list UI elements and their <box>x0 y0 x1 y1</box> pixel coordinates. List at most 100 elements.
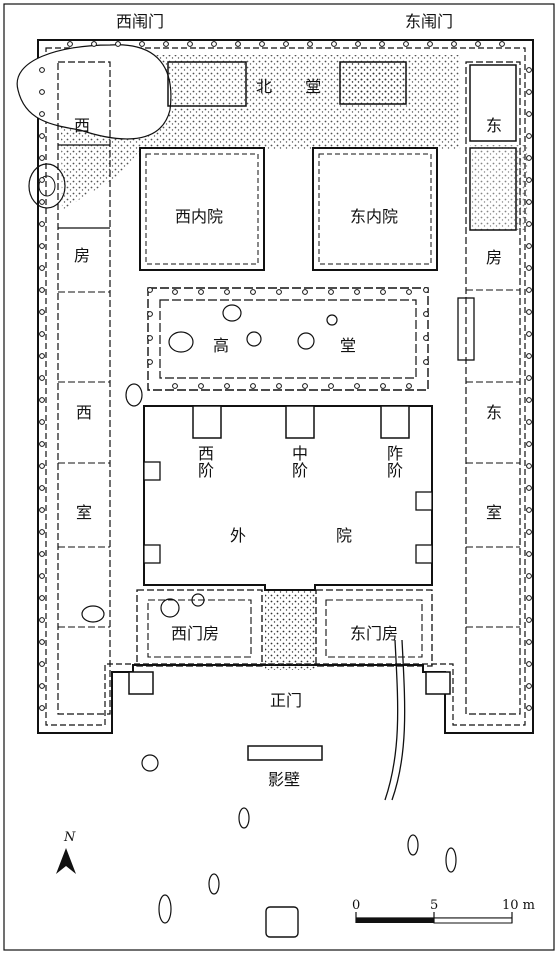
hall-post-5 <box>326 314 338 326</box>
label-high-hall-gao: 高 <box>213 336 230 355</box>
hall-post <box>406 289 412 295</box>
wall-post <box>39 595 45 601</box>
hall-post <box>250 383 256 389</box>
wall-post <box>526 573 532 579</box>
wall-post <box>39 661 45 667</box>
wall-post <box>331 41 337 47</box>
wall-post <box>379 41 385 47</box>
east-inner-court-trace <box>318 153 432 265</box>
hall-post-3 <box>246 331 262 347</box>
north-arrow <box>56 848 76 874</box>
hall-post <box>250 289 256 295</box>
west-inner-court-trace <box>145 153 259 265</box>
label-east-inner-court: 东内院 <box>350 207 399 226</box>
wall-post <box>39 683 45 689</box>
wall-post <box>39 155 45 161</box>
label-outer-court-wai: 外 <box>230 526 247 545</box>
label-west-inner-court: 西内院 <box>175 207 224 226</box>
wall-post <box>526 133 532 139</box>
label-north-arrow: N <box>64 830 76 845</box>
wall-post <box>39 177 45 183</box>
hall-post <box>406 383 412 389</box>
wall-post <box>39 243 45 249</box>
hall-post <box>224 383 230 389</box>
hall-post <box>423 335 429 341</box>
wall-post <box>39 441 45 447</box>
wall-post <box>39 419 45 425</box>
hall-post <box>224 289 230 295</box>
wall-post <box>39 67 45 73</box>
label-west-room-fang: 房 <box>74 246 91 265</box>
outside-post-1 <box>141 754 159 772</box>
hall-post <box>302 383 308 389</box>
middle-steps-block <box>285 405 315 439</box>
wall-post <box>451 41 457 47</box>
wall-post <box>526 705 532 711</box>
gate-post-2 <box>191 593 205 607</box>
wall-post <box>526 617 532 623</box>
wall-post <box>427 41 433 47</box>
wall-post <box>526 265 532 271</box>
label-screen-wall: 影壁 <box>268 770 301 789</box>
wall-post <box>526 507 532 513</box>
wall-post <box>139 41 145 47</box>
wall-post <box>499 41 505 47</box>
court-notch-w2 <box>143 544 161 564</box>
figure-frame <box>3 3 555 951</box>
wall-post <box>39 573 45 579</box>
wall-post <box>39 375 45 381</box>
gate-pier-east <box>425 671 451 695</box>
hall-post <box>302 289 308 295</box>
wall-post <box>39 287 45 293</box>
label-north-hall: 北 堂 <box>256 77 336 96</box>
court-post-big <box>125 383 143 407</box>
label-west-room-top: 西 <box>74 116 91 135</box>
wall-post <box>526 375 532 381</box>
hall-post-2 <box>222 304 242 322</box>
hall-post <box>147 359 153 365</box>
label-west-steps: 西阶 <box>198 444 215 480</box>
court-notch-e2 <box>415 544 433 564</box>
hall-post <box>423 311 429 317</box>
west-gate-room-outer <box>136 589 263 667</box>
outside-post-2 <box>238 807 250 829</box>
east-room-top <box>469 64 517 142</box>
wall-post <box>526 177 532 183</box>
wall-post <box>39 507 45 513</box>
label-west-gate-room: 西门房 <box>171 624 220 643</box>
west-pit-inner <box>38 175 56 197</box>
gate-post-1 <box>160 598 180 618</box>
screen-wall-block <box>247 745 323 761</box>
outside-post-5 <box>265 906 299 938</box>
outer-wall-inner-trace <box>45 47 526 726</box>
wall-post <box>39 133 45 139</box>
east-gate-room-outer <box>315 589 433 667</box>
east-rooms-column <box>465 61 521 715</box>
outside-post-4 <box>158 894 172 924</box>
label-east-steps: 阼阶 <box>387 444 404 480</box>
wall-post <box>526 287 532 293</box>
wall-post <box>526 155 532 161</box>
north-hall-room-east <box>339 61 407 105</box>
label-middle-steps: 中阶 <box>292 444 309 480</box>
label-main-gate: 正门 <box>270 691 303 710</box>
wall-post <box>403 41 409 47</box>
label-west-chamber-shi: 室 <box>76 503 93 522</box>
wall-post <box>39 331 45 337</box>
hall-post <box>276 383 282 389</box>
wall-post <box>526 441 532 447</box>
north-hall-block <box>167 61 247 107</box>
wall-post <box>67 41 73 47</box>
wall-post <box>526 67 532 73</box>
east-narrow-block <box>457 297 475 361</box>
outer-wall <box>37 39 534 734</box>
hall-post <box>423 287 429 293</box>
west-gate-room-inner <box>147 599 252 658</box>
wall-post <box>475 41 481 47</box>
court-notch-w1 <box>143 461 161 481</box>
drainage-channel-b <box>391 639 406 801</box>
stipple-gate <box>265 585 315 670</box>
wall-post <box>526 353 532 359</box>
wall-post <box>526 199 532 205</box>
